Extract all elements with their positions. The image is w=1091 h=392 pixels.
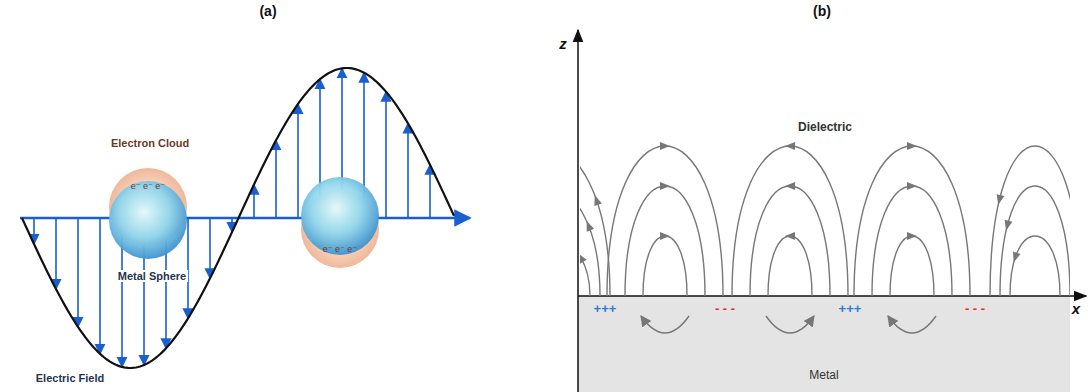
field-arrowhead — [583, 219, 594, 231]
propagation-axis — [20, 217, 470, 220]
field-arrow — [77, 218, 79, 327]
field-arrow — [297, 104, 299, 218]
region-label: Dielectric — [798, 121, 852, 134]
charge-sign: - - - — [965, 302, 985, 316]
metal-band: Metal — [578, 297, 1070, 392]
field-line — [990, 146, 1070, 296]
field-arrowhead — [1010, 252, 1021, 264]
field-arrow — [275, 140, 277, 218]
field-line — [580, 146, 610, 296]
field-line — [732, 146, 848, 296]
field-line — [872, 186, 952, 296]
metal-sphere — [301, 177, 379, 255]
part-label: Electron Cloud — [111, 137, 189, 149]
field-line — [890, 236, 934, 296]
field-arrowhead — [785, 232, 795, 240]
surface-current — [888, 316, 936, 333]
field-arrowhead — [660, 232, 670, 240]
charge-sign: - - - — [715, 302, 735, 316]
part-label: Electric Field — [36, 372, 104, 384]
field-arrowhead — [907, 232, 917, 240]
field-line — [750, 186, 830, 296]
charge-sign: +++ — [594, 302, 617, 316]
field-arrowhead — [660, 182, 670, 190]
metal-region — [578, 296, 1070, 392]
panel-label: (b) — [813, 4, 831, 19]
electron-symbols: e⁻ e⁻ e⁻ — [131, 182, 165, 192]
field-line — [1000, 186, 1070, 296]
electron-symbols: e⁻ e⁻ e⁻ — [323, 245, 357, 255]
field-arrowhead — [660, 142, 670, 150]
z-axis — [577, 30, 579, 392]
region-label: Metal — [809, 368, 838, 382]
field-line — [854, 146, 970, 296]
field-line — [768, 236, 812, 296]
field-arrowhead — [994, 194, 1004, 206]
field-arrow — [33, 218, 35, 244]
field-line — [607, 146, 723, 296]
field-arrowhead — [580, 251, 587, 264]
panel-label: (a) — [259, 4, 276, 19]
field-arrowhead — [1002, 220, 1012, 232]
axis-label: x — [1072, 301, 1080, 318]
part-label: Metal Sphere — [116, 270, 188, 282]
surface-current — [766, 316, 814, 333]
field-arrowhead — [785, 142, 795, 150]
field-arrowhead — [785, 182, 795, 190]
field-line — [625, 186, 705, 296]
metal-sphere — [109, 181, 187, 259]
field-arrow — [429, 165, 431, 218]
field-arrow — [209, 218, 211, 278]
field-arrow — [407, 123, 409, 218]
field-arrow — [187, 218, 189, 318]
field-arrow — [99, 218, 101, 354]
surface-current — [641, 316, 689, 333]
field-arrowhead — [907, 142, 917, 150]
axis-label: z — [559, 36, 567, 53]
field-arrowhead — [591, 194, 602, 206]
field-line — [580, 236, 590, 296]
field-line — [643, 236, 687, 296]
field-line — [1010, 236, 1060, 296]
sine-wave — [22, 68, 454, 368]
field-arrow — [253, 185, 255, 218]
charge-sign: +++ — [839, 302, 862, 316]
field-arrow — [55, 218, 57, 289]
field-arrow — [385, 92, 387, 218]
field-arrowhead — [907, 182, 917, 190]
